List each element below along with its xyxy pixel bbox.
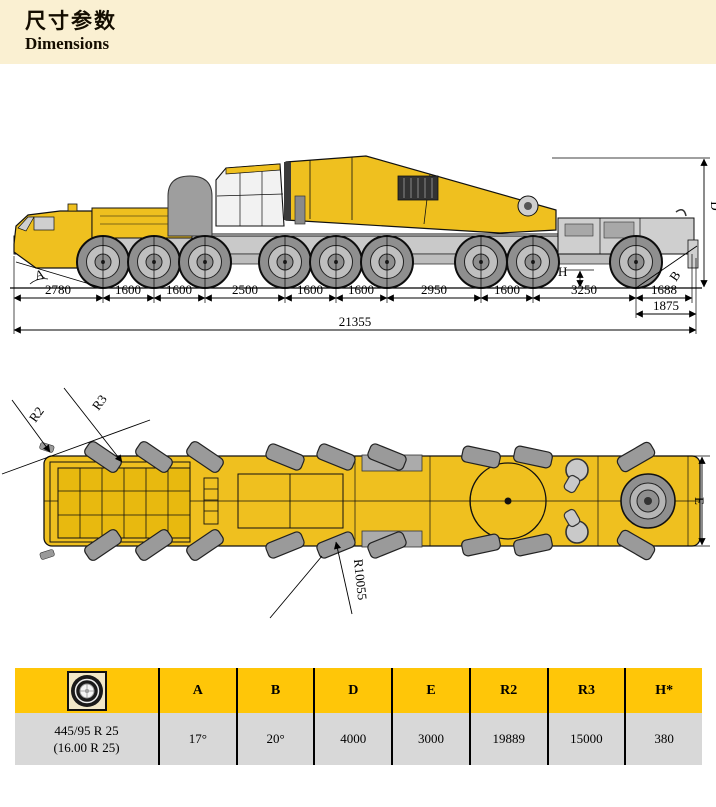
col-header: H* bbox=[624, 668, 702, 713]
overall-width-label: E bbox=[692, 497, 707, 505]
col-value: 380 bbox=[624, 713, 702, 765]
approach-angle-label: A bbox=[33, 266, 46, 283]
turning-radius-aux-line bbox=[269, 555, 323, 619]
deck-hatch bbox=[237, 473, 344, 529]
top-view-tires bbox=[84, 441, 656, 561]
col-value: 20° bbox=[235, 713, 314, 765]
col-value: 19889 bbox=[468, 713, 547, 765]
dim-value: 1688 bbox=[651, 282, 677, 297]
r3-leader-line bbox=[63, 387, 123, 463]
rear-hook bbox=[675, 209, 687, 217]
cab-beacon bbox=[67, 203, 78, 212]
col-header: D bbox=[313, 668, 392, 713]
col-header: R2 bbox=[468, 668, 547, 713]
cab-roof bbox=[225, 163, 281, 175]
top-view: R2 R3 R10055 E bbox=[1, 387, 710, 619]
page-title-english: Dimensions bbox=[25, 34, 110, 53]
page-title-chinese: 尺寸参数 bbox=[25, 9, 117, 33]
col-value: 17° bbox=[158, 713, 236, 765]
mirror bbox=[39, 549, 55, 560]
outrigger-bracket bbox=[563, 508, 589, 544]
r2-leader-line bbox=[11, 399, 51, 453]
radius-tangent-line bbox=[1, 419, 151, 475]
turntable-inner-arc bbox=[469, 477, 479, 525]
luffing-cylinder bbox=[294, 195, 306, 225]
dim-value: 1600 bbox=[166, 282, 192, 297]
rear-overhang-value: 1875 bbox=[653, 298, 679, 313]
turning-radius-leader bbox=[333, 541, 353, 615]
windshield-grid bbox=[57, 467, 191, 539]
crane-dimension-drawing: A B H D bbox=[1, 155, 716, 619]
dim-value: 1600 bbox=[297, 282, 323, 297]
col-value: 15000 bbox=[546, 713, 625, 765]
overall-height-label: D bbox=[708, 201, 716, 210]
col-header: R3 bbox=[546, 668, 625, 713]
extension-lines bbox=[13, 236, 697, 334]
rear-module-box bbox=[564, 223, 594, 237]
col-value: 3000 bbox=[391, 713, 469, 765]
col-header: E bbox=[391, 668, 469, 713]
outrigger-bracket bbox=[563, 458, 589, 494]
boom-pivot-pin bbox=[524, 202, 532, 210]
side-view: A B H D bbox=[10, 155, 716, 334]
dim-value: 3250 bbox=[571, 282, 597, 297]
tire-size-cell: 445/95 R 25 (16.00 R 25) bbox=[15, 713, 158, 765]
dim-value: 2950 bbox=[421, 282, 447, 297]
clearance-label: H bbox=[558, 264, 567, 279]
col-value: 4000 bbox=[313, 713, 392, 765]
cab-frame-line bbox=[216, 193, 284, 197]
dim-value: 1600 bbox=[494, 282, 520, 297]
deck-ladder bbox=[203, 477, 219, 525]
turntable-center-pin bbox=[504, 497, 512, 505]
hook-block bbox=[620, 473, 676, 529]
tire-size-line2: (16.00 R 25) bbox=[53, 740, 120, 755]
dim-value: 1600 bbox=[348, 282, 374, 297]
cab-side-window bbox=[33, 216, 55, 231]
page-header-band: 尺寸参数 Dimensions bbox=[0, 0, 716, 64]
tire-icon-cell bbox=[15, 668, 158, 713]
col-header: B bbox=[235, 668, 314, 713]
engine-hump bbox=[167, 175, 213, 237]
dim-value: 1600 bbox=[115, 282, 141, 297]
axle-spacing-dimensions: 2780 1600 1600 2500 1600 1600 2950 1600 … bbox=[13, 282, 693, 302]
turning-radius-label: R10055 bbox=[351, 558, 370, 601]
rear-bumper bbox=[687, 239, 699, 269]
dim-value: 2500 bbox=[232, 282, 258, 297]
rear-module-box bbox=[603, 221, 635, 239]
dimension-spec-table: 445/95 R 25 (16.00 R 25) A 17° B 20° D 4… bbox=[15, 668, 702, 765]
total-length-value: 21355 bbox=[339, 314, 372, 329]
tire-size-line1: 445/95 R 25 bbox=[54, 723, 119, 738]
r2-label: R2 bbox=[26, 404, 47, 425]
col-header: A bbox=[158, 668, 236, 713]
departure-angle-line bbox=[635, 245, 698, 289]
tire-icon bbox=[66, 670, 107, 711]
r3-label: R3 bbox=[89, 392, 110, 413]
approach-angle-line bbox=[15, 261, 104, 289]
approach-angle-arc bbox=[29, 278, 49, 285]
boom-head bbox=[284, 162, 291, 220]
dim-value: 2780 bbox=[45, 282, 71, 297]
